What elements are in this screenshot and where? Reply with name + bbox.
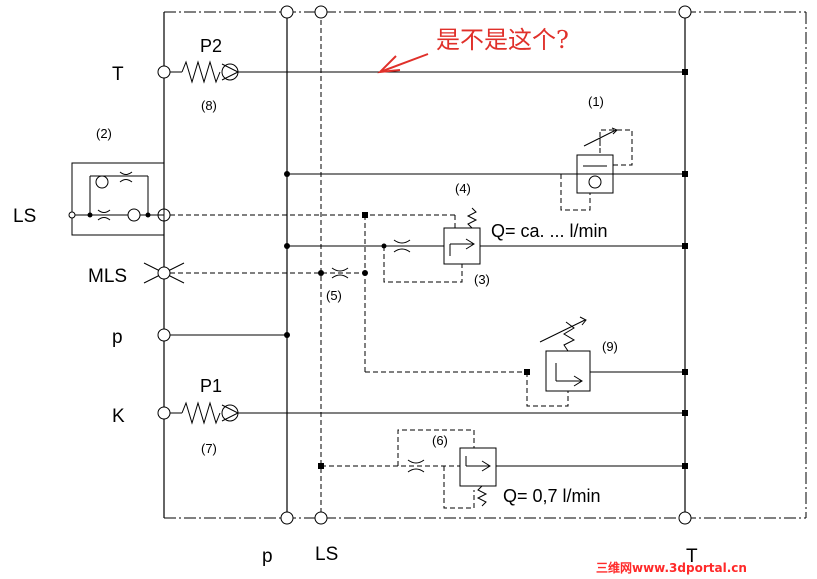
line-k — [170, 401, 688, 425]
ls-shuttle-block — [68, 162, 165, 236]
flow-control-valve-6 — [318, 429, 688, 509]
ls-signal-line — [170, 212, 530, 375]
label-7: (7) — [201, 441, 217, 456]
annotation-text: 是不是这个? — [436, 26, 569, 54]
label-5: (5) — [326, 288, 342, 303]
label-8: (8) — [201, 98, 217, 113]
flow-label-lower: Q= 0,7 l/min — [503, 486, 601, 506]
port-label-t-left: T — [112, 64, 124, 85]
flow-control-valve-3 — [284, 207, 688, 283]
label-3: (3) — [474, 272, 490, 287]
frame-ports — [157, 5, 692, 525]
vertical-channels — [286, 12, 686, 518]
circuit-frame — [163, 11, 807, 519]
line-p — [170, 332, 290, 338]
port-label-k-left: K — [112, 406, 125, 427]
flow-label-upper: Q= ca. ... l/min — [491, 221, 608, 241]
port-label-p-left: p — [112, 327, 123, 348]
watermark-text: 三维网www.3dportal.cn — [596, 560, 747, 575]
port-label-t-bottom: T — [686, 546, 698, 567]
mls-line — [143, 262, 368, 284]
label-p2: P2 — [200, 36, 222, 56]
relief-valve-1 — [284, 127, 688, 211]
port-label-ls-left: LS — [13, 206, 36, 227]
port-label-mls-left: MLS — [88, 266, 127, 287]
label-9: (9) — [602, 339, 618, 354]
port-label-p-bottom: p — [262, 546, 273, 567]
port-label-ls-bottom: LS — [315, 544, 338, 565]
relief-valve-9 — [526, 316, 688, 407]
label-6: (6) — [432, 433, 448, 448]
annotation-arrow — [377, 53, 429, 74]
line-t-return — [170, 60, 688, 84]
label-p1: P1 — [200, 376, 222, 396]
label-2: (2) — [96, 126, 112, 141]
label-4: (4) — [455, 181, 471, 196]
label-1: (1) — [588, 94, 604, 109]
